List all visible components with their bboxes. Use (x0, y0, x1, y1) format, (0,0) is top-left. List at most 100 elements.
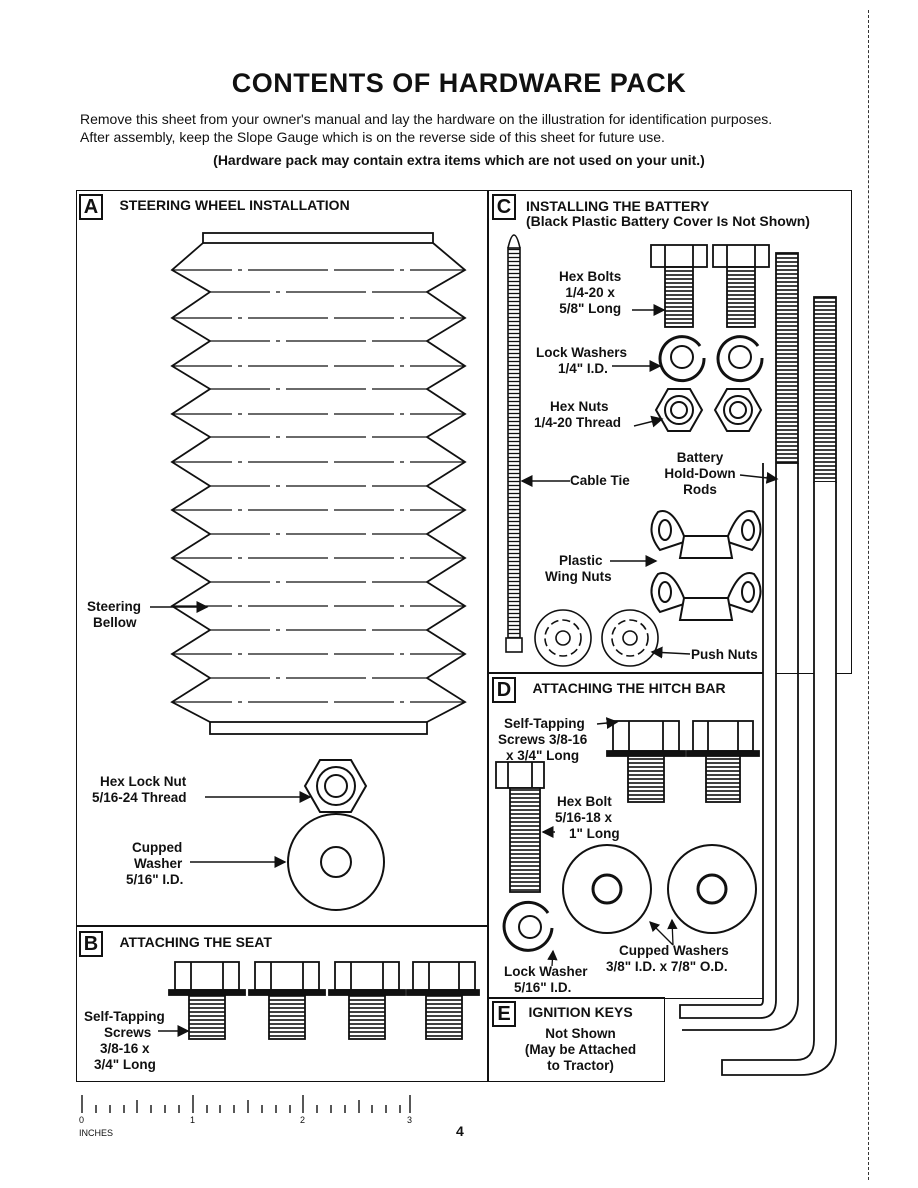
plastic-wing-nuts-drawing (650, 510, 762, 621)
section-a-panel (76, 190, 488, 927)
section-a-title: STEERING WHEEL INSTALLATION (119, 197, 350, 213)
cable-tie-label: Cable Tie (570, 473, 630, 488)
intro-line-1: Remove this sheet from your owner's manu… (80, 111, 773, 127)
battery-hex-bolts-label-line1: Hex Bolts (559, 269, 622, 284)
battery-rods-label-line1: Battery (676, 450, 724, 465)
hitch-lock-washer-label-line2: 5/16" I.D. (514, 980, 572, 995)
battery-hex-bolts-label-line2: 1/4-20 x (565, 285, 615, 300)
battery-hex-nuts-drawing (654, 388, 763, 432)
battery-lock-washers-label: Lock Washers 1/4" I.D. (536, 345, 627, 377)
battery-rods-label: Battery Hold-Down Rods (660, 450, 740, 498)
battery-rods-label-line2: Hold-Down (664, 466, 736, 481)
intro-text: Remove this sheet from your owner's manu… (80, 110, 860, 146)
seat-screws-label-line2: Screws (104, 1025, 152, 1040)
section-c-letter: C (492, 194, 516, 220)
inch-ruler (81, 1095, 411, 1113)
hitch-screws-label-line2: Screws 3/8-16 (498, 732, 588, 747)
hitch-cupped-washers-label-line1: Cupped Washers (619, 943, 729, 958)
section-d-letter: D (492, 677, 516, 703)
trim-edge (868, 10, 869, 1180)
battery-hex-nuts-label-line1: Hex Nuts (550, 399, 609, 414)
battery-hex-bolts-label-line3: 5/8" Long (559, 301, 622, 316)
seat-screws-label-line1: Self-Tapping (84, 1009, 165, 1024)
hex-lock-nut-label-line2: 5/16-24 Thread (92, 790, 187, 805)
cupped-washer-label-line2: Washer (134, 856, 183, 871)
battery-hex-nuts-label-line2: 1/4-20 Thread (534, 415, 622, 430)
cupped-washer-label-line3: 5/16" I.D. (126, 872, 184, 887)
ignition-keys-note-line1: Not Shown (545, 1026, 616, 1041)
steering-bellow-drawing (170, 232, 467, 735)
ignition-keys-note-line3: to Tractor) (547, 1058, 614, 1073)
battery-rods-label-line3: Rods (683, 482, 717, 497)
ruler-tick-0: 0 (79, 1115, 85, 1125)
hitch-bolt-label-line3: 1" Long (569, 826, 620, 841)
section-b-panel (76, 925, 488, 1082)
hitch-lock-washer-drawing (502, 900, 554, 952)
hitch-screws-label: Self-Tapping Screws 3/8-16 x 3/4" Long (498, 716, 587, 764)
battery-hold-down-rods-drawing (679, 252, 837, 1076)
wing-nuts-label-line1: Plastic (559, 553, 603, 568)
section-e-title: IGNITION KEYS (528, 1004, 633, 1020)
section-a-letter: A (79, 194, 103, 220)
ruler-tick-1: 1 (190, 1115, 196, 1125)
section-b-title: ATTACHING THE SEAT (119, 934, 272, 950)
hex-lock-nut-drawing (303, 759, 368, 813)
hex-lock-nut-label: Hex Lock Nut 5/16-24 Thread (92, 774, 187, 806)
section-c-header: C (492, 194, 516, 220)
seat-screws-label-line3: 3/8-16 x (100, 1041, 150, 1056)
seat-screws-label: Self-Tapping Screws 3/8-16 x 3/4" Long (84, 1009, 165, 1073)
battery-hex-bolts-label: Hex Bolts 1/4-20 x 5/8" Long (559, 269, 621, 317)
ignition-keys-note: Not Shown (May be Attached to Tractor) (508, 1026, 653, 1074)
ruler-unit: INCHES (79, 1128, 114, 1138)
steering-bellow-label: Steering Bellow (87, 599, 141, 631)
section-c-title: INSTALLING THE BATTERY (526, 198, 710, 214)
cable-tie-drawing (505, 234, 523, 653)
push-nuts-label: Push Nuts (691, 647, 758, 662)
battery-lock-washers-label-line1: Lock Washers (536, 345, 628, 360)
hardware-note: (Hardware pack may contain extra items w… (213, 152, 705, 168)
hitch-lock-washer-label-line1: Lock Washer (504, 964, 588, 979)
hitch-lock-washer-label: Lock Washer 5/16" I.D. (504, 964, 588, 996)
hitch-cupped-washers-label: Cupped Washers 3/8" I.D. x 7/8" O.D. (606, 943, 729, 975)
steering-bellow-label-line1: Steering (87, 599, 142, 614)
section-c-subtitle: (Black Plastic Battery Cover Is Not Show… (526, 213, 810, 229)
section-c-panel (488, 190, 852, 674)
hitch-hex-bolt-drawing (495, 761, 545, 893)
section-e-letter: E (492, 1001, 516, 1027)
section-b-letter: B (79, 931, 103, 957)
battery-hex-bolts-drawing (650, 244, 770, 328)
battery-hex-nuts-label: Hex Nuts 1/4-20 Thread (534, 399, 621, 431)
cupped-washer-label-line1: Cupped (132, 840, 183, 855)
hitch-bolt-label-line1: Hex Bolt (557, 794, 612, 809)
ignition-keys-note-line2: (May be Attached (524, 1042, 637, 1057)
push-nuts-drawing (534, 609, 659, 667)
hitch-cupped-washers-label-line2: 3/8" I.D. x 7/8" O.D. (606, 959, 728, 974)
hitch-screws-drawing (606, 720, 760, 803)
page-number: 4 (456, 1123, 464, 1139)
section-d-header: D ATTACHING THE HITCH BAR (492, 677, 726, 703)
hitch-screws-label-line1: Self-Tapping (504, 716, 585, 731)
ruler-tick-2: 2 (300, 1115, 306, 1125)
cupped-washer-label: Cupped Washer 5/16" I.D. (126, 840, 183, 888)
section-e-panel (488, 997, 665, 1082)
steering-bellow-label-line2: Bellow (93, 615, 137, 630)
seat-screws-label-line4: 3/4" Long (94, 1057, 156, 1072)
cupped-washer-drawing (287, 813, 385, 911)
section-e-header: E IGNITION KEYS (492, 1001, 633, 1027)
seat-screws-drawing (168, 961, 480, 1040)
section-a-header: A STEERING WHEEL INSTALLATION (79, 194, 350, 220)
wing-nuts-label: Plastic Wing Nuts (545, 553, 612, 585)
hitch-bolt-label-line2: 5/16-18 x (555, 810, 613, 825)
hitch-screws-label-line3: x 3/4" Long (506, 748, 580, 763)
hitch-cupped-washers-drawing (562, 844, 757, 934)
section-b-header: B ATTACHING THE SEAT (79, 931, 272, 957)
battery-lock-washers-label-line2: 1/4" I.D. (558, 361, 608, 376)
hex-lock-nut-label-line1: Hex Lock Nut (100, 774, 187, 789)
page-title: CONTENTS OF HARDWARE PACK (231, 68, 687, 98)
ruler-tick-3: 3 (407, 1115, 413, 1125)
section-d-title: ATTACHING THE HITCH BAR (532, 680, 726, 696)
wing-nuts-label-line2: Wing Nuts (545, 569, 612, 584)
battery-lock-washers-drawing (658, 335, 764, 383)
hitch-bolt-label: Hex Bolt 5/16-18 x 1" Long (555, 794, 620, 842)
